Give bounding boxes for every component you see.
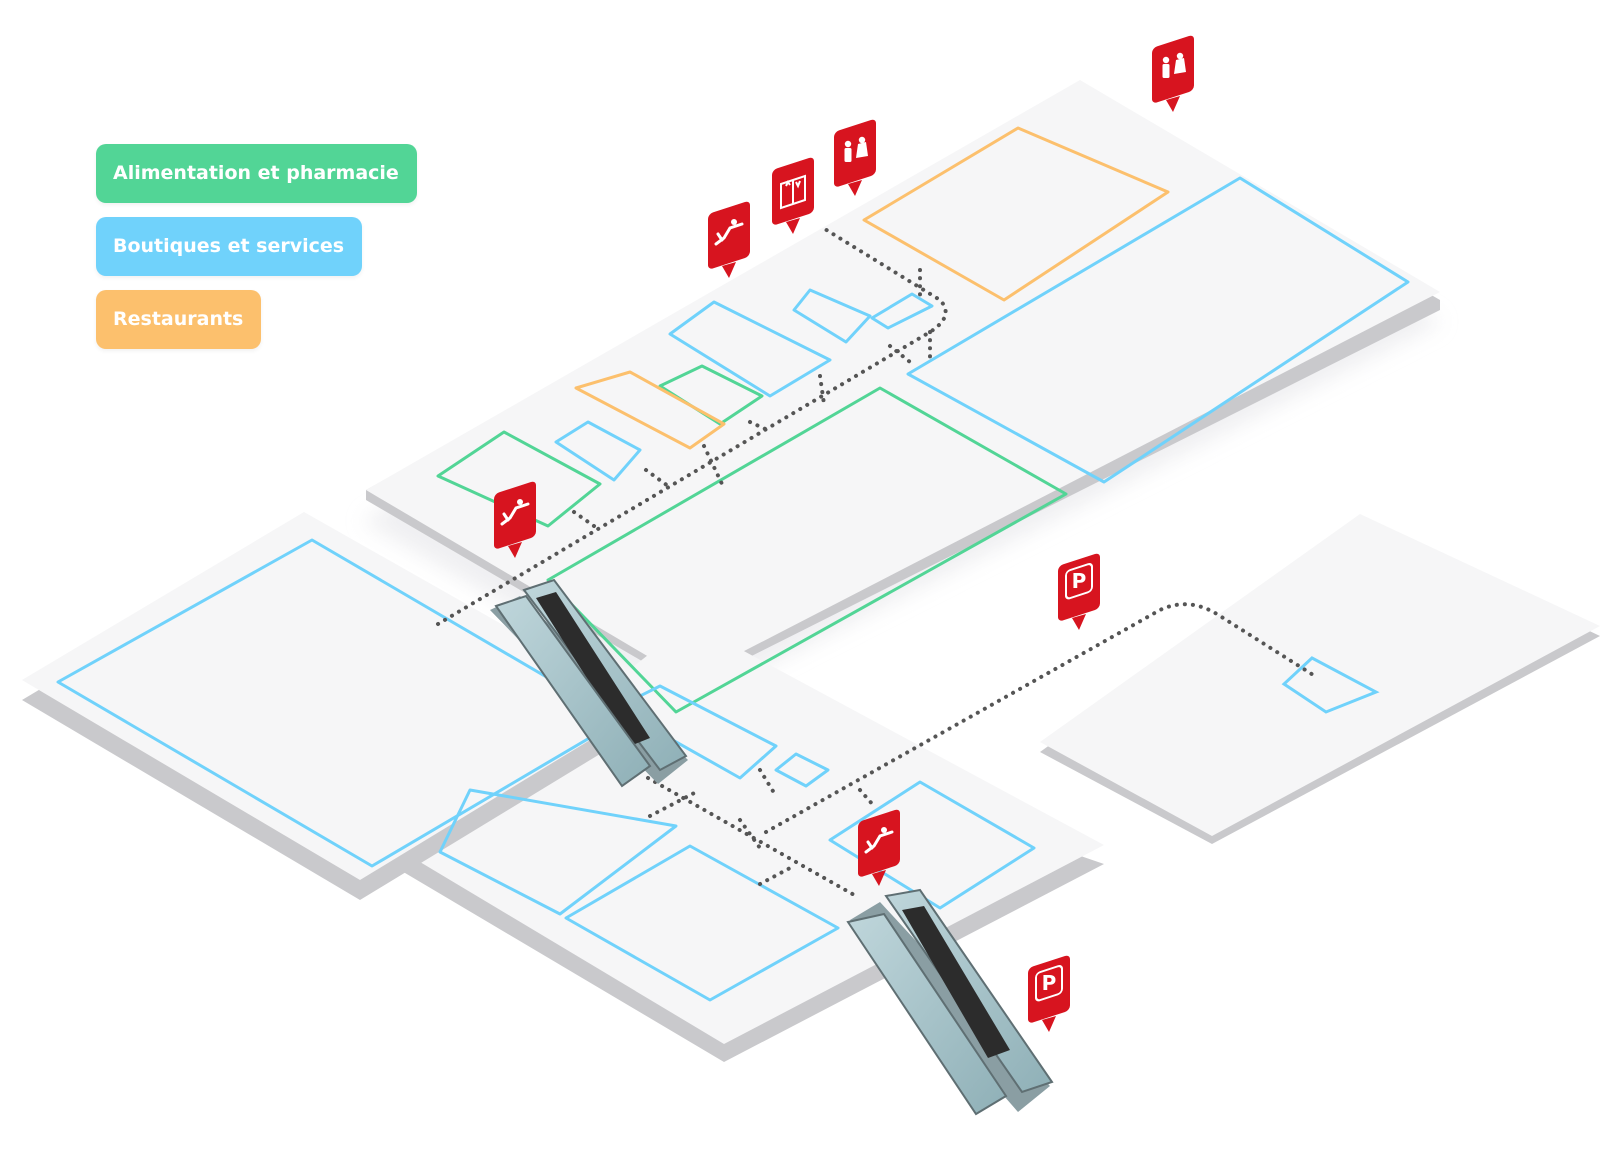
path-lower-5 (758, 866, 792, 886)
upper-stores (436, 126, 1410, 714)
path-lower-1 (648, 788, 702, 818)
restroom-icon (844, 136, 868, 162)
store-shop-2 (792, 288, 872, 344)
parking-label: P (1072, 569, 1087, 593)
store-shop-front-large (56, 538, 622, 868)
legend-shops-services[interactable]: Boutiques et services (96, 217, 363, 276)
path-lower-4 (738, 818, 762, 850)
elevator-marker[interactable] (772, 156, 814, 234)
path-lower-2 (758, 768, 778, 798)
parking-icon: P (1035, 964, 1063, 1002)
store-food-large (546, 386, 1068, 714)
escalator-icon (714, 219, 744, 246)
path-parking (764, 602, 1320, 834)
escalator-marker-2[interactable] (494, 480, 536, 558)
path-lower-main (646, 776, 858, 898)
store-restaurant-1 (574, 370, 726, 450)
category-legend: Alimentation et pharmacie Boutiques et s… (96, 144, 417, 349)
legend-food-pharmacy[interactable]: Alimentation et pharmacie (96, 144, 417, 203)
escalator-marker-1[interactable] (708, 200, 750, 278)
store-food-2 (436, 430, 602, 528)
path-upper-branch-6 (702, 444, 724, 486)
right-floor (1040, 514, 1600, 844)
parking-label: P (1042, 971, 1057, 995)
store-lower-5 (564, 844, 840, 1002)
escalator-marker-3[interactable] (858, 808, 900, 886)
store-shop-large (906, 176, 1410, 484)
store-lower-2 (774, 752, 830, 788)
restroom-icon (1162, 52, 1186, 78)
store-food-1 (658, 364, 764, 426)
lower-stores (438, 684, 1036, 1002)
restroom-marker-1[interactable] (1152, 34, 1194, 112)
walking-paths (436, 224, 1320, 898)
path-upper-branch-7 (644, 468, 670, 488)
legend-restaurants[interactable]: Restaurants (96, 290, 262, 349)
escalator-icon (500, 499, 530, 526)
store-shop-4 (554, 420, 642, 482)
store-shop-small-1 (870, 292, 934, 330)
parking-marker-2[interactable]: P (1028, 954, 1070, 1032)
escalator-upper (490, 578, 688, 788)
left-front-floor (22, 512, 646, 900)
parking-marker-1[interactable]: P (1058, 552, 1100, 630)
elevator-icon (780, 174, 806, 210)
escalator-icon (864, 827, 894, 854)
parking-icon: P (1065, 562, 1093, 600)
restroom-marker-2[interactable] (834, 118, 876, 196)
path-upper-branch-4 (818, 374, 826, 406)
store-restaurant-large (862, 126, 1170, 302)
store-shop-3 (668, 300, 832, 398)
store-shop-right (1281, 656, 1380, 714)
store-lower-4 (438, 788, 678, 916)
escalator-lower (846, 888, 1054, 1116)
path-lower-3 (858, 788, 876, 808)
store-lower-3 (828, 780, 1036, 910)
